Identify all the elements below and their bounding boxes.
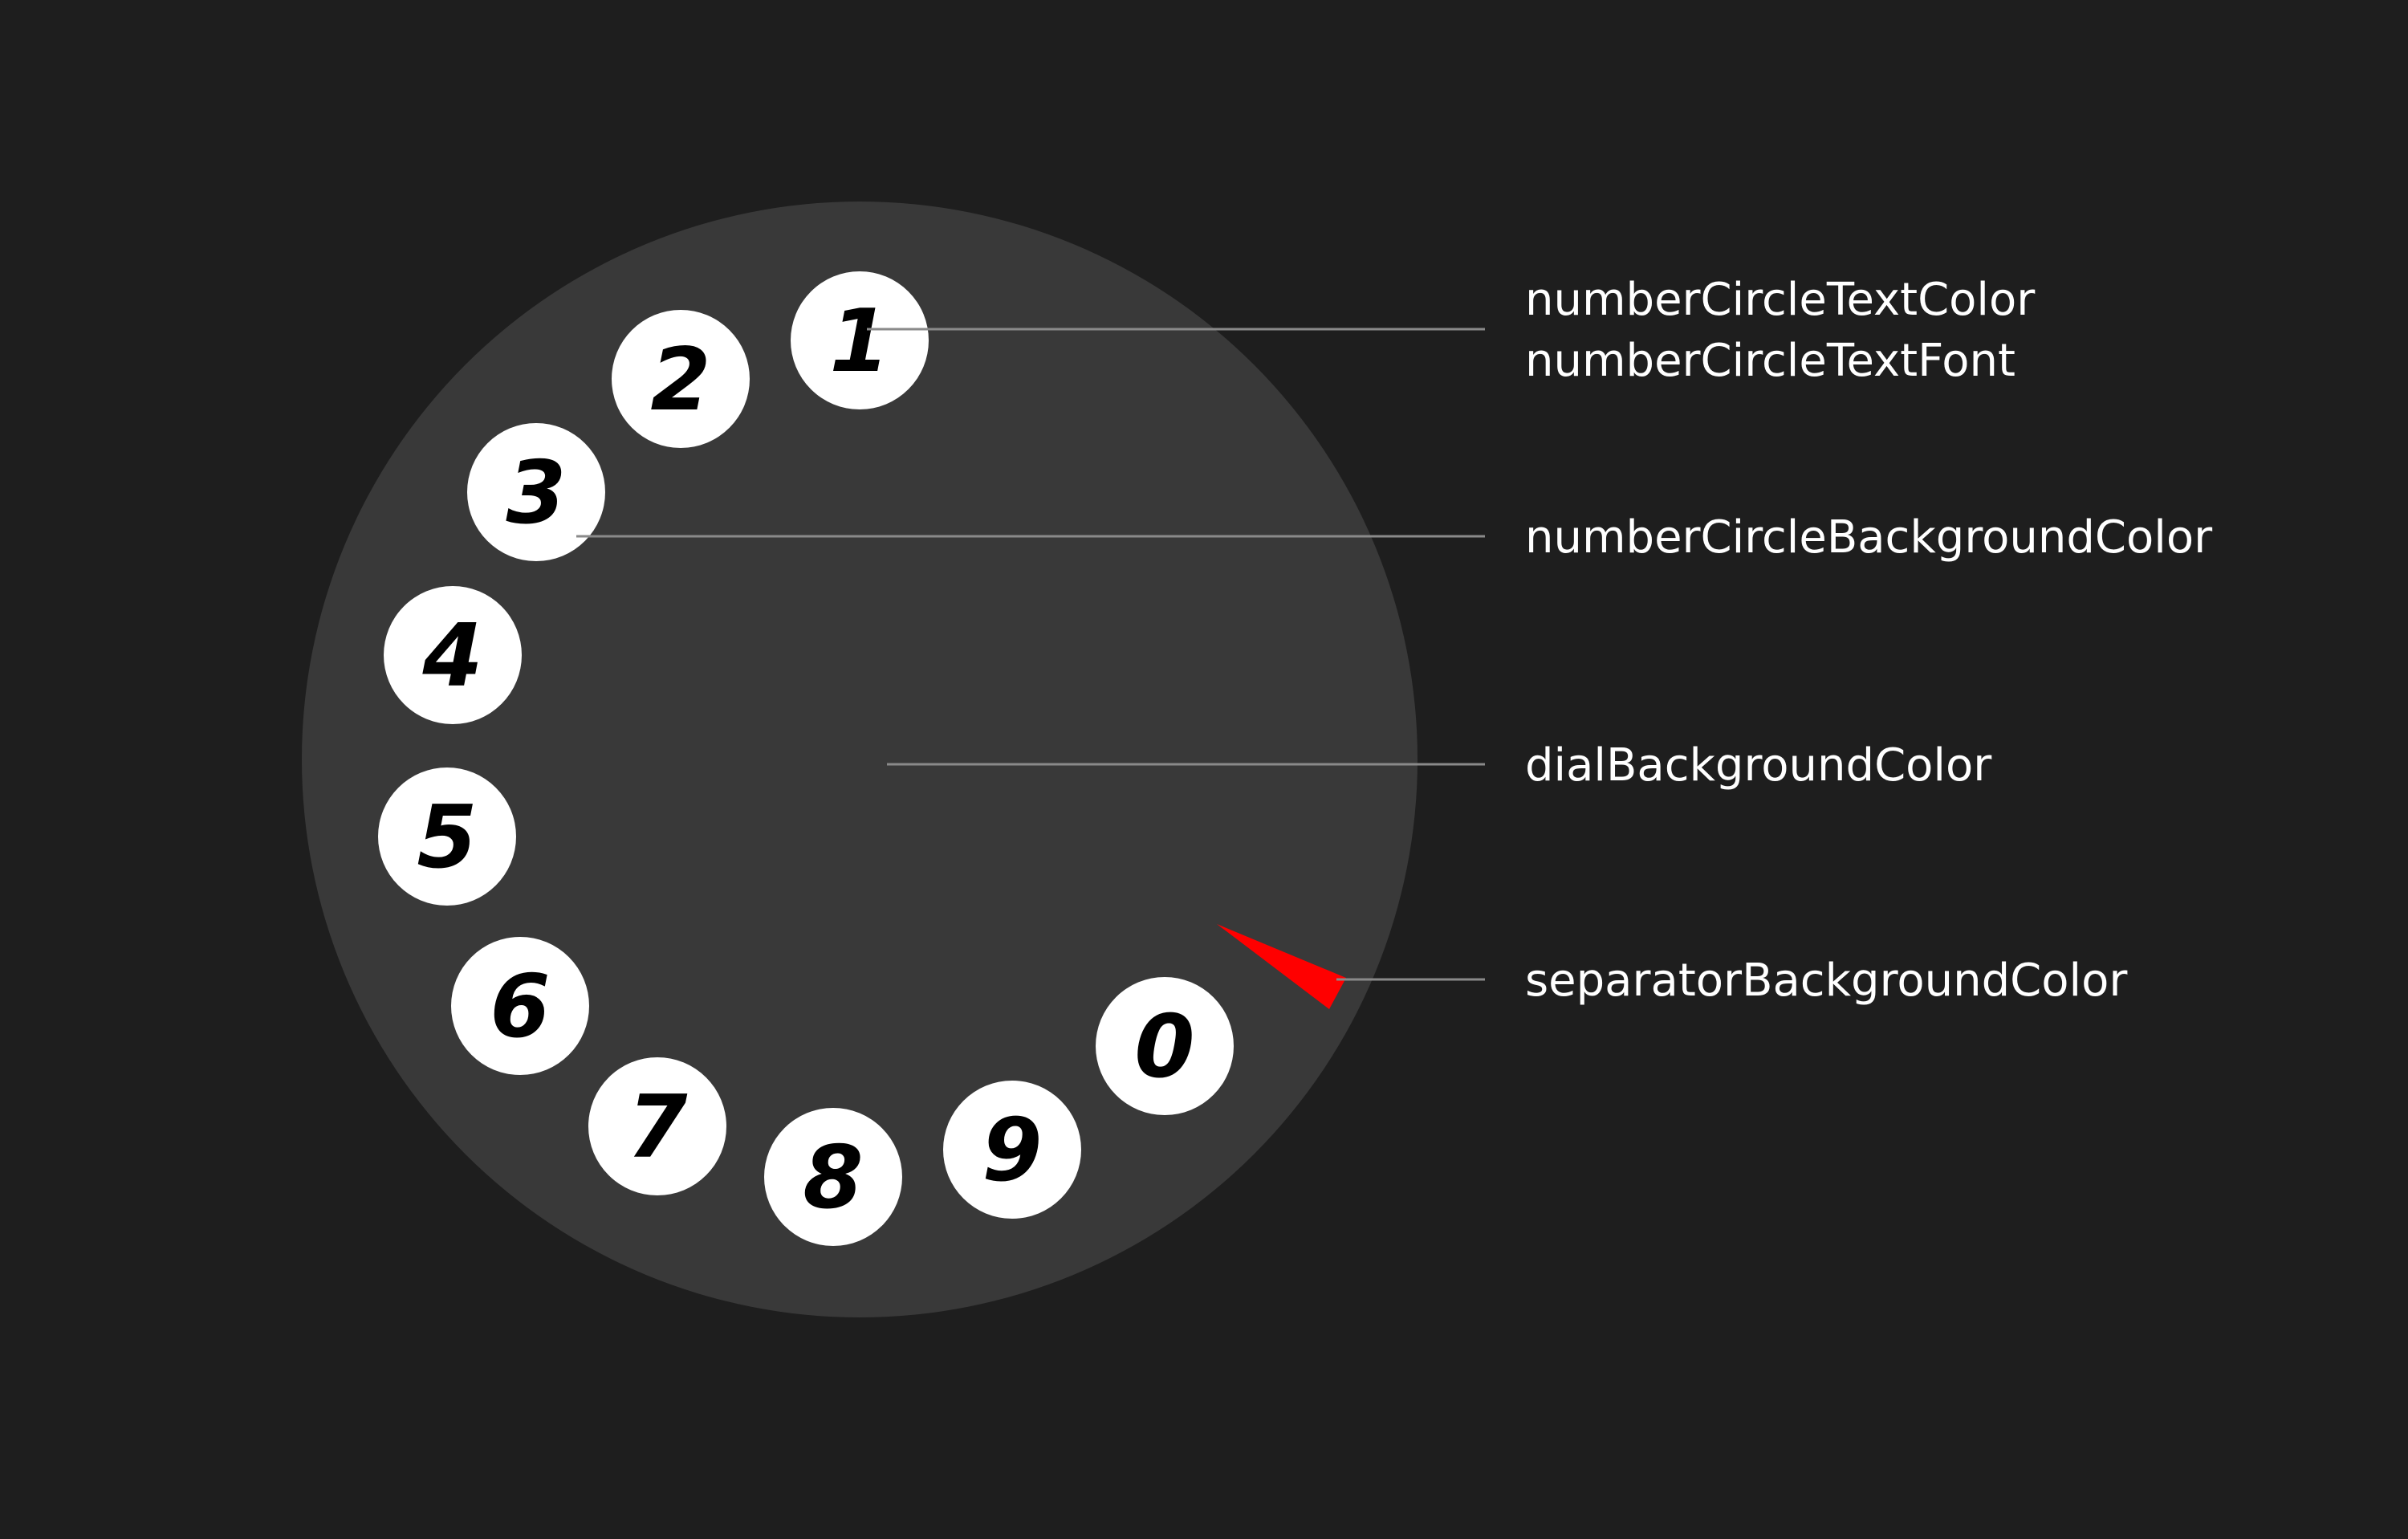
number-circle-background bbox=[451, 937, 589, 1075]
number-circle-digit: 1 bbox=[829, 291, 889, 392]
number-circle-background bbox=[467, 423, 605, 561]
number-circle-background bbox=[612, 310, 750, 448]
leader-lines bbox=[576, 328, 1485, 981]
separator-wedge bbox=[1217, 924, 1346, 1009]
number-circle-0: 0 bbox=[1096, 977, 1234, 1115]
number-circle-9: 9 bbox=[943, 1081, 1081, 1219]
number-circle-7: 7 bbox=[588, 1057, 726, 1195]
number-circle-4: 4 bbox=[384, 586, 522, 724]
number-circle-background bbox=[588, 1057, 726, 1195]
number-circle-background bbox=[764, 1108, 902, 1246]
number-circle-2: 2 bbox=[612, 310, 750, 448]
label-number-circle-text-color: numberCircleTextColor bbox=[1525, 274, 2036, 326]
number-circle-digit: 4 bbox=[421, 606, 482, 706]
annotation-labels: numberCircleTextColor numberCircleTextFo… bbox=[1525, 274, 2213, 1007]
number-circle-1: 1 bbox=[791, 271, 929, 409]
number-circle-background bbox=[791, 271, 929, 409]
number-circle-digit: 9 bbox=[982, 1101, 1042, 1201]
number-circle-8: 8 bbox=[764, 1108, 902, 1246]
number-circle-background bbox=[943, 1081, 1081, 1219]
number-circle-digit: 3 bbox=[506, 443, 566, 544]
number-circle-background bbox=[384, 586, 522, 724]
number-circle-digit: 2 bbox=[650, 330, 710, 430]
number-circle-digit: 0 bbox=[1134, 997, 1194, 1097]
number-circle-5: 5 bbox=[378, 767, 516, 906]
number-circles: 1 234 567 8 90 bbox=[378, 271, 1234, 1246]
number-circle-digit: 8 bbox=[803, 1128, 863, 1228]
label-separator-background-color: separatorBackgroundColor bbox=[1525, 955, 2128, 1007]
number-circle-background bbox=[378, 767, 516, 906]
number-circle-3: 3 bbox=[467, 423, 605, 561]
label-number-circle-text-font: numberCircleTextFont bbox=[1525, 335, 2015, 387]
label-number-circle-background-color: numberCircleBackgroundColor bbox=[1525, 511, 2213, 564]
number-circle-digit: 6 bbox=[490, 957, 550, 1057]
label-dial-background-color: dialBackgroundColor bbox=[1525, 739, 1992, 792]
number-circle-6: 6 bbox=[451, 937, 589, 1075]
number-circle-digit: 7 bbox=[627, 1077, 687, 1178]
number-circle-digit: 5 bbox=[417, 788, 477, 888]
number-circle-background bbox=[1096, 977, 1234, 1115]
